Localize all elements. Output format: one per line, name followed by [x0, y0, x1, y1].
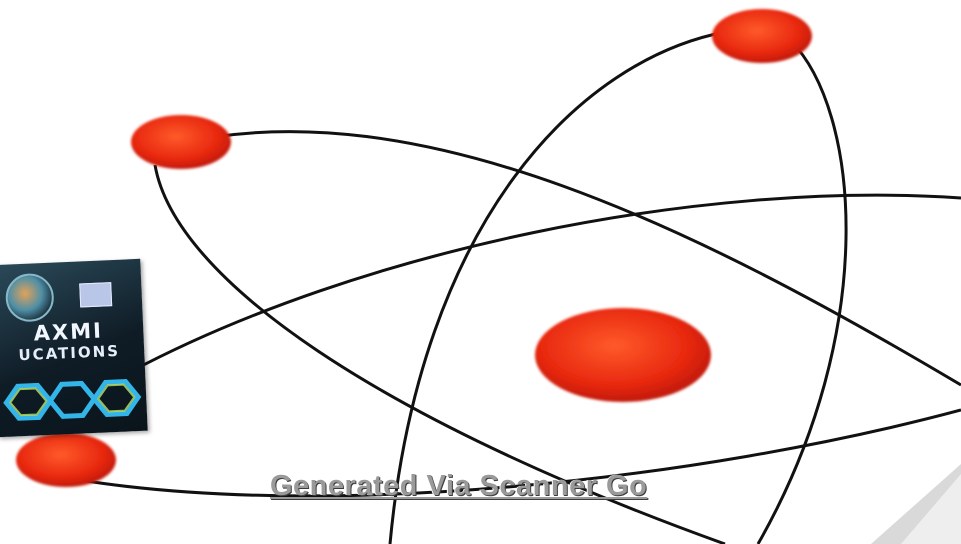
book-cover-image: AXMI UCATIONS	[0, 259, 148, 437]
book-emblem-icon	[5, 273, 55, 323]
orbit-path	[758, 40, 846, 544]
watermark-text: Generated Via Scanner Go	[270, 470, 647, 503]
book-badge-icon	[79, 282, 112, 307]
electron	[16, 433, 116, 487]
electron	[712, 9, 812, 63]
hexagon-pattern-icon	[0, 367, 148, 433]
nucleus	[535, 308, 711, 402]
page-curl-decoration	[851, 464, 961, 544]
electron	[131, 115, 231, 169]
